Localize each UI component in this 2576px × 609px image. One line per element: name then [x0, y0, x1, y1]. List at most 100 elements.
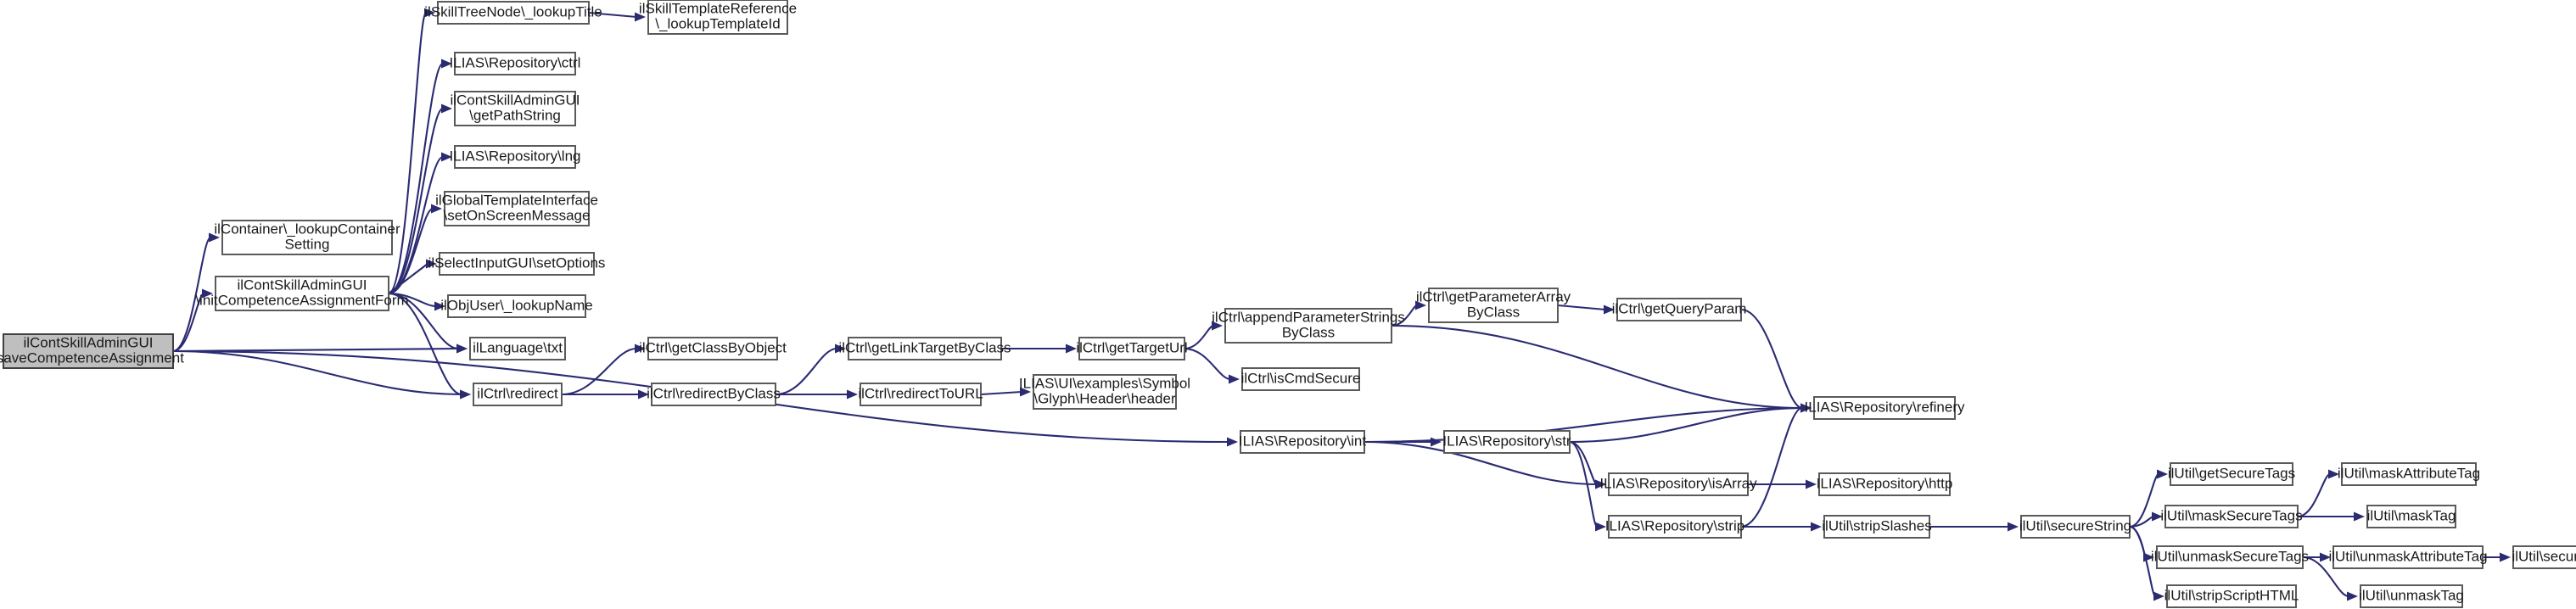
- edge-arrowhead: [1595, 522, 1606, 532]
- node-box[interactable]: [1608, 515, 1742, 539]
- graph-node[interactable]: ilCtrl\getTargetUrl: [1076, 337, 1188, 360]
- graph-node[interactable]: ilCtrl\redirect: [473, 383, 563, 406]
- node-box[interactable]: [848, 337, 1002, 360]
- graph-node[interactable]: ilUtil\secureString: [2019, 515, 2131, 539]
- edge-arrowhead: [638, 389, 649, 399]
- graph-node[interactable]: ilContSkillAdminGUI\getPathString: [450, 91, 580, 126]
- node-label: ilSelectInputGUI\setOptions: [428, 254, 606, 271]
- graph-node[interactable]: ilSelectInputGUI\setOptions: [428, 252, 606, 276]
- node-box[interactable]: [1823, 515, 1930, 539]
- node-box[interactable]: [454, 145, 576, 169]
- node-box[interactable]: [1818, 472, 1951, 496]
- edge-arrowhead: [424, 8, 435, 18]
- graph-node[interactable]: ILIAS\Repository\strip: [1605, 515, 1744, 539]
- graph-node[interactable]: ilUtil\unmaskAttributeTag: [2328, 545, 2488, 569]
- graph-node[interactable]: ILIAS\Repository\lng: [450, 145, 581, 169]
- node-box[interactable]: [1224, 308, 1392, 344]
- node-box[interactable]: [444, 191, 590, 226]
- node-box[interactable]: [1078, 337, 1185, 360]
- node-box[interactable]: [647, 337, 778, 360]
- node-box[interactable]: [437, 1, 590, 25]
- node-label: ilCtrl\getParameterArray: [1416, 288, 1571, 304]
- node-box[interactable]: [2332, 545, 2484, 569]
- graph-node[interactable]: ilUtil\maskTag: [2366, 505, 2456, 528]
- graph-node[interactable]: ilCtrl\getQueryParam: [1612, 298, 1747, 321]
- node-box[interactable]: [1033, 374, 1177, 410]
- node-box[interactable]: [1241, 367, 1360, 391]
- graph-node[interactable]: ilUtil\unmaskTag: [2359, 584, 2464, 608]
- graph-node[interactable]: ilCtrl\getClassByObject: [639, 337, 787, 360]
- edge-arrowhead: [2500, 552, 2511, 562]
- edge-arrowhead: [2320, 552, 2331, 562]
- edge-arrowhead: [209, 232, 220, 243]
- call-edge: [172, 236, 212, 353]
- node-box[interactable]: [651, 383, 776, 406]
- edge-arrowhead: [1020, 387, 1031, 397]
- node-box[interactable]: [2512, 545, 2576, 569]
- node-box[interactable]: [2166, 584, 2297, 608]
- graph-node[interactable]: ilSkillTreeNode\_lookupTitle: [424, 1, 602, 25]
- node-box[interactable]: [1608, 472, 1749, 496]
- node-label: ILIAS\Repository\str: [1442, 433, 1571, 449]
- node-box[interactable]: [2341, 462, 2477, 486]
- call-edge: [1740, 308, 1803, 410]
- node-box[interactable]: [221, 220, 393, 255]
- graph-node[interactable]: ILIAS\Repository\ctrl: [450, 52, 581, 75]
- graph-node[interactable]: ILIAS\Repository\str: [1442, 430, 1571, 454]
- graph-node[interactable]: ilCtrl\isCmdSecure: [1241, 367, 1361, 391]
- graph-node[interactable]: ilObjUser\_lookupName: [440, 294, 593, 318]
- node-box[interactable]: [447, 294, 586, 318]
- graph-node[interactable]: ilGlobalTemplateInterface\setOnScreenMes…: [435, 191, 598, 226]
- node-box[interactable]: [860, 383, 982, 406]
- edge-arrowhead: [441, 59, 452, 69]
- node-box[interactable]: [2020, 515, 2131, 539]
- node-box[interactable]: [2360, 584, 2463, 608]
- node-box[interactable]: [647, 0, 788, 35]
- node-box[interactable]: [2156, 545, 2304, 569]
- edge-arrowhead: [635, 12, 646, 22]
- node-box[interactable]: [1428, 288, 1559, 323]
- node-box[interactable]: [215, 276, 389, 311]
- graph-node[interactable]: ilLanguage\txt: [469, 337, 566, 360]
- graph-node[interactable]: ilUtil\maskSecureTags: [2160, 505, 2303, 528]
- node-label: ILIAS\Repository\int: [1239, 433, 1367, 449]
- graph-node[interactable]: ilContSkillAdminGUI\initCompetenceAssign…: [195, 276, 409, 311]
- graph-node[interactable]: ILIAS\Repository\refinery: [1805, 396, 1965, 420]
- graph-node[interactable]: ilUtil\maskAttributeTag: [2338, 462, 2480, 486]
- node-box[interactable]: [454, 91, 576, 126]
- node-box[interactable]: [3, 333, 174, 369]
- graph-node[interactable]: ilCtrl\redirectByClass: [647, 383, 781, 406]
- graph-node[interactable]: ilSkillTemplateReference\_lookupTemplate…: [639, 0, 797, 35]
- node-box[interactable]: [439, 252, 595, 276]
- node-box[interactable]: [1240, 430, 1365, 454]
- graph-node[interactable]: ilUtil\stripSlashes: [1822, 515, 1932, 539]
- graph-node-root[interactable]: ilContSkillAdminGUI\saveCompetenceAssign…: [0, 333, 184, 369]
- node-box[interactable]: [2366, 505, 2456, 528]
- node-box[interactable]: [473, 383, 563, 406]
- graph-node[interactable]: ilCtrl\getLinkTargetByClass: [838, 337, 1011, 360]
- call-edge: [1569, 440, 1599, 486]
- graph-node[interactable]: ILIAS\Repository\int: [1239, 430, 1367, 454]
- graph-node[interactable]: ilCtrl\redirectToURL: [858, 383, 983, 406]
- node-box[interactable]: [2170, 462, 2293, 486]
- node-box[interactable]: [1443, 430, 1571, 454]
- node-label: ilCtrl\redirectToURL: [858, 385, 983, 401]
- node-box[interactable]: [1813, 396, 1956, 420]
- node-box[interactable]: [454, 52, 576, 75]
- graph-node[interactable]: ILIAS\Repository\http: [1817, 472, 1953, 496]
- node-box[interactable]: [469, 337, 566, 360]
- graph-node[interactable]: ilUtil\stripScriptHTML: [2164, 584, 2299, 608]
- call-edge: [1391, 324, 1803, 410]
- node-box[interactable]: [1616, 298, 1742, 321]
- edge-arrowhead: [2008, 522, 2019, 532]
- node-box[interactable]: [2164, 505, 2299, 528]
- call-edge: [2129, 525, 2147, 558]
- graph-node[interactable]: ilUtil\getSecureTags: [2168, 462, 2295, 486]
- graph-node[interactable]: ILIAS\UI\examples\Symbol\Glyph\Header\he…: [1019, 374, 1190, 410]
- graph-node[interactable]: ilUtil\unmaskSecureTags: [2151, 545, 2309, 569]
- graph-node[interactable]: ilUtil\secureLink: [2512, 545, 2576, 569]
- graph-node[interactable]: ILIAS\Repository\isArray: [1599, 472, 1757, 496]
